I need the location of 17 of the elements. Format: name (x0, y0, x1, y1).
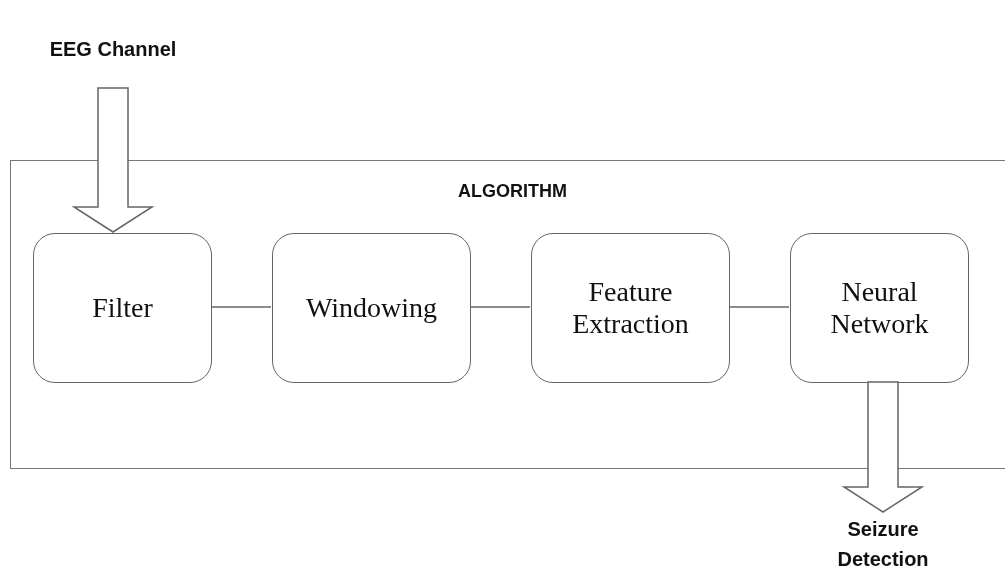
box-label: Windowing (304, 291, 439, 325)
connector-line (210, 306, 272, 308)
io-label: EEG Channel (49, 37, 177, 62)
process-box (790, 233, 969, 383)
box-label: Filter (91, 291, 154, 325)
box-label: Feature Extraction (571, 275, 690, 341)
io-label: Seizure Detection (836, 517, 930, 572)
process-box (33, 233, 212, 383)
box-label: Neural Network (829, 275, 930, 341)
block-arrow (71, 87, 155, 233)
container-title: ALGORITHM (458, 181, 567, 202)
block-arrow (841, 381, 925, 513)
connector-line (728, 306, 790, 308)
process-box (272, 233, 471, 383)
algorithm-container (10, 160, 1005, 469)
process-box (531, 233, 730, 383)
connector-line (469, 306, 531, 308)
